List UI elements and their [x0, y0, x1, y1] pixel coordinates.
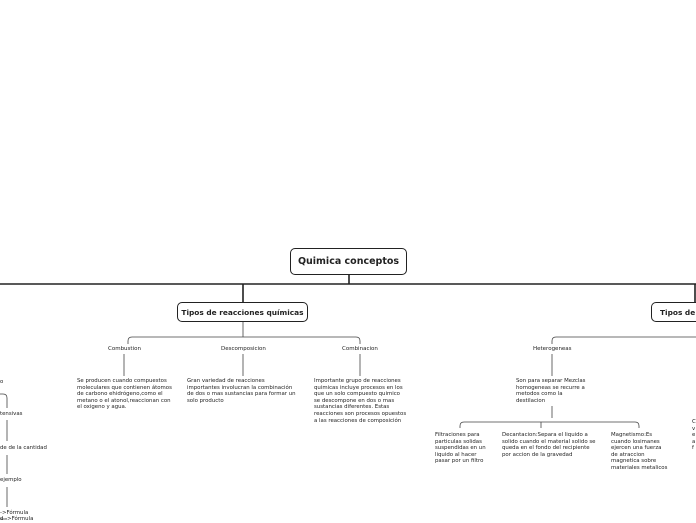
subtopic-heterogeneas[interactable]: Heterogeneas: [533, 346, 572, 352]
descomposicion-description: Gran variedad de reacciones importantes …: [187, 378, 296, 404]
left-fragment-1: o: [0, 379, 4, 385]
right-fragment-1: C: [692, 419, 696, 425]
reactions-branch: [127, 336, 361, 344]
topic-mixtures-label: Tipos de m: [660, 307, 696, 317]
left-branch-1: [0, 393, 8, 408]
method-filtracion: Filtraciones para particulas solidas sus…: [435, 432, 486, 465]
methods-branch: [459, 421, 640, 428]
subtopic-combustion[interactable]: Combustion: [108, 346, 141, 352]
left-fragment-6: d ->Fórmula: [0, 516, 34, 522]
right-fragment-4: a: [692, 439, 696, 445]
left-fragment-3: de de la cantidad: [0, 445, 47, 451]
method-decantacion: Decantacion:Separa el liquido a solido c…: [502, 432, 596, 458]
left-fragment-4: ejemplo: [0, 477, 22, 483]
combustion-description: Se producen cuando compuestos moleculare…: [77, 378, 172, 411]
right-fragment-2: v: [692, 426, 696, 432]
left-fragment-2: tensivas: [0, 411, 23, 417]
root-topic[interactable]: Quimica conceptos: [290, 248, 407, 275]
method-magnetismo: Magnetismo:Es cuando losimanes ejercen u…: [611, 432, 668, 471]
heterogeneas-description: Son para separar Mezclas homogeneas se r…: [516, 378, 586, 404]
mixtures-branch: [551, 336, 696, 344]
right-fragment-5: f: [692, 445, 694, 451]
topic-mixtures[interactable]: Tipos de m: [651, 302, 696, 322]
topic-reactions-label: Tipos de reacciones químicas: [181, 307, 304, 317]
right-fragment-3: e: [692, 432, 696, 438]
topic-reactions[interactable]: Tipos de reacciones químicas: [177, 302, 308, 322]
subtopic-descomposicion[interactable]: Descomposicion: [221, 346, 266, 352]
root-topic-label: Quimica conceptos: [297, 256, 400, 267]
subtopic-combinacion[interactable]: Combinacion: [342, 346, 378, 352]
left-fragment-5: ->Fórmula: [0, 510, 29, 516]
combinacion-description: Importante grupo de reacciones quimicas …: [314, 378, 407, 424]
